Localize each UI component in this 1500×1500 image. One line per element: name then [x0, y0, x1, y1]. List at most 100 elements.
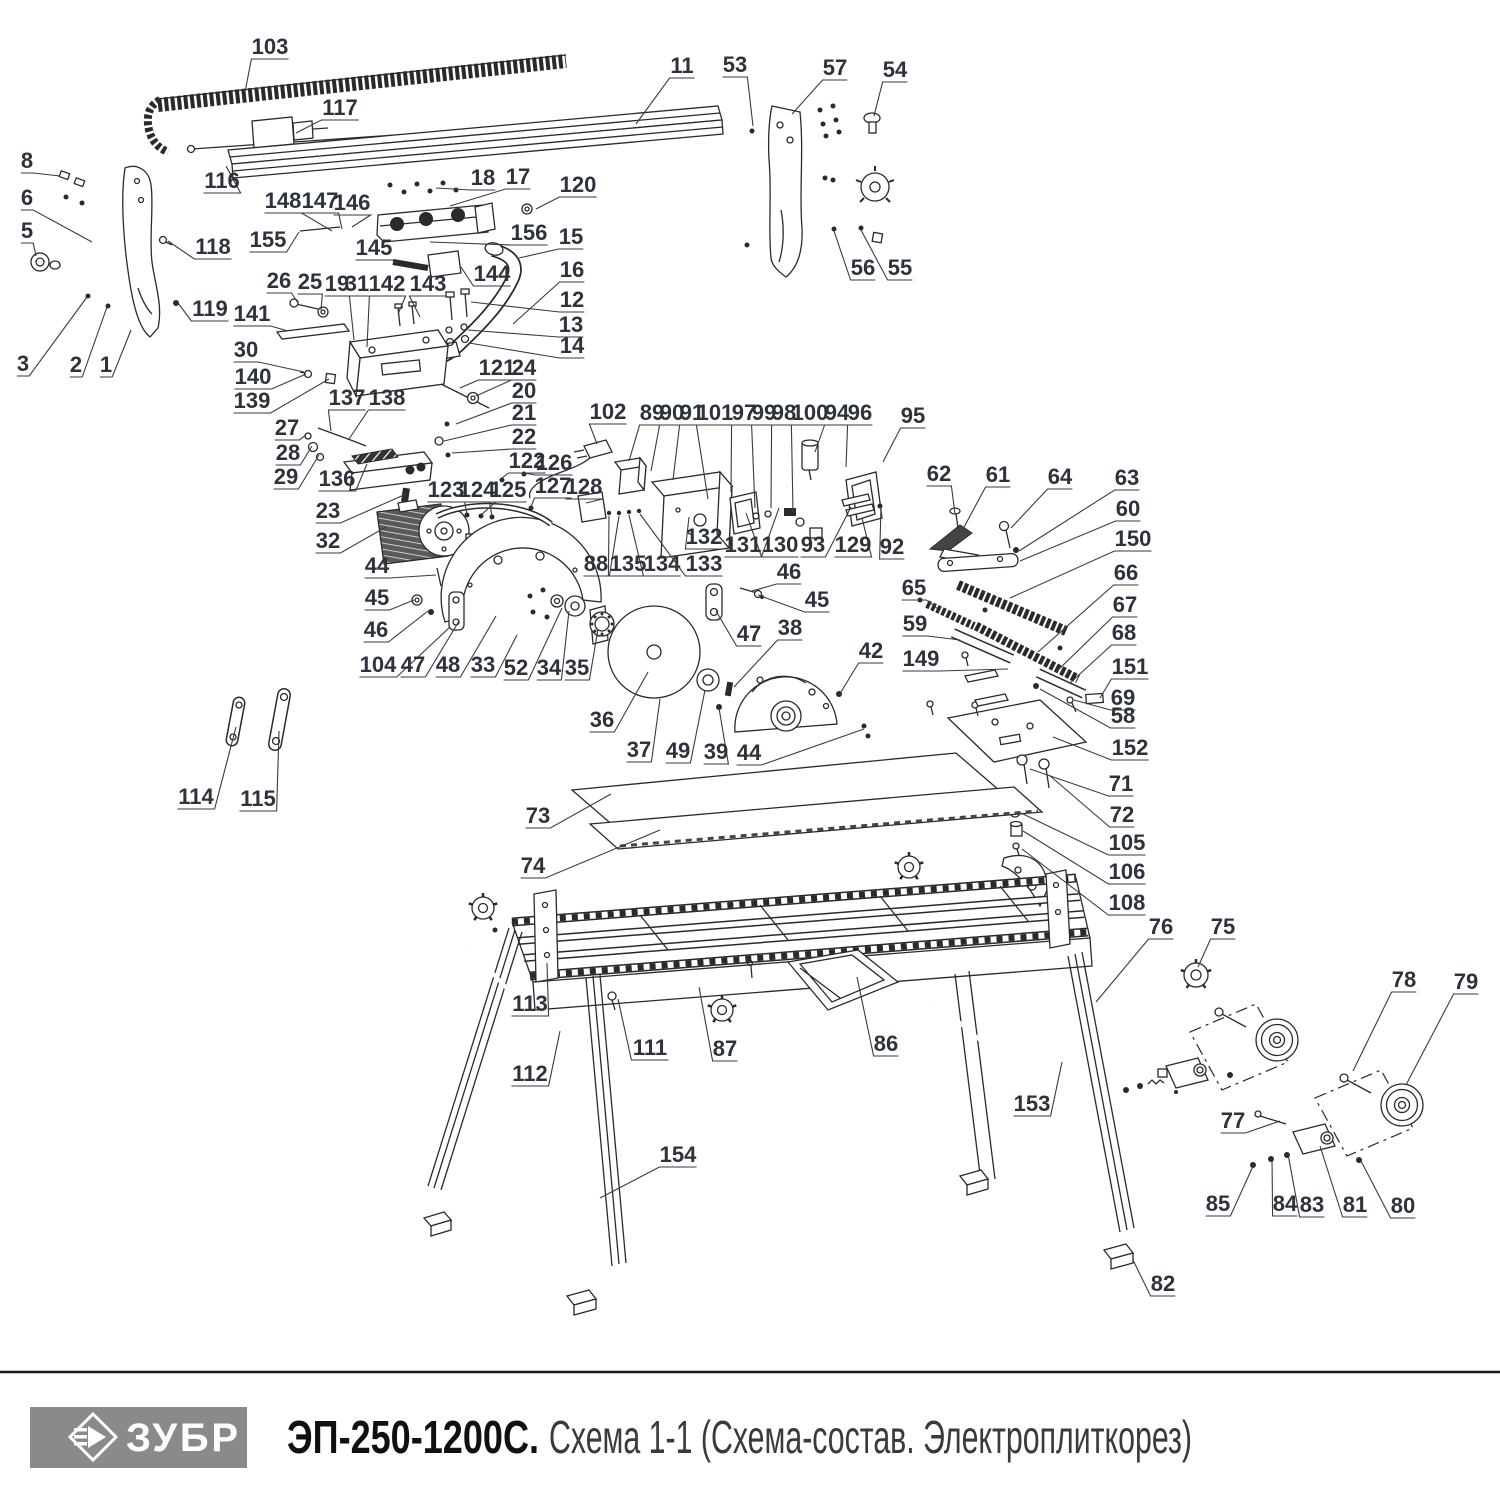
leader-line	[177, 726, 237, 810]
leader-line	[1052, 736, 1149, 761]
leader-line	[20, 172, 61, 177]
part-label: 132	[686, 524, 723, 549]
part-label: 120	[560, 172, 597, 197]
part-label: 67	[1113, 592, 1137, 617]
part-label: 95	[901, 403, 925, 428]
part-label: 114	[178, 784, 214, 809]
part-label: 62	[927, 461, 951, 486]
part-label: 17	[506, 164, 530, 189]
leader-line	[1055, 616, 1138, 673]
leader-line	[355, 259, 398, 264]
leader-line	[695, 424, 734, 500]
part-label: 53	[723, 52, 747, 77]
part-label: 45	[365, 585, 389, 610]
leader-line	[1010, 488, 1073, 529]
leader-line	[845, 424, 873, 468]
leader-line	[1405, 993, 1479, 1086]
leader-line	[840, 662, 884, 693]
leader-line	[408, 295, 447, 318]
part-label: 129	[835, 532, 872, 557]
part-label: 47	[401, 652, 425, 677]
part-label: 143	[410, 271, 447, 296]
leader-line	[926, 485, 956, 515]
leader-line	[1359, 1158, 1416, 1219]
part-label: 137	[329, 385, 366, 410]
leader-line	[467, 329, 584, 338]
part-label: 29	[274, 464, 298, 489]
leader-line	[435, 187, 496, 191]
leader-line	[99, 329, 132, 378]
part-label: 5	[21, 218, 33, 243]
leader-line	[368, 295, 407, 315]
leader-line	[1022, 830, 1146, 885]
carriage-box-drawing	[275, 298, 450, 503]
leader-line	[873, 81, 908, 117]
leader-line	[902, 668, 1009, 672]
part-label: 147	[302, 188, 339, 213]
part-label: 6	[21, 185, 33, 210]
guide-rail-drawing	[143, 54, 724, 179]
part-label: 146	[334, 190, 371, 215]
leader-line	[599, 1166, 697, 1199]
part-label: 54	[883, 57, 908, 82]
leader-line	[1287, 1153, 1325, 1218]
leader-line	[639, 513, 723, 577]
part-label: 131	[725, 532, 762, 557]
leader-line	[800, 506, 852, 558]
leader-line	[530, 497, 572, 508]
part-label: 88	[584, 551, 608, 576]
leader-line	[814, 424, 850, 453]
part-label: 119	[192, 296, 228, 321]
left-bracket-drawing	[30, 165, 179, 338]
part-label: 128	[566, 474, 603, 499]
part-label: 83	[1300, 1192, 1324, 1217]
part-label: 64	[1048, 464, 1073, 489]
leader-line	[333, 214, 373, 228]
part-label: 2	[70, 352, 82, 377]
part-label: 121	[479, 355, 516, 380]
leader-line	[901, 599, 939, 610]
blade-drawing	[527, 587, 722, 710]
leader-line	[1095, 938, 1174, 1003]
part-label: 115	[240, 786, 276, 811]
leader-line	[791, 79, 848, 115]
leader-line	[1019, 520, 1141, 562]
part-label: 145	[356, 235, 393, 260]
part-label: 61	[986, 462, 1010, 487]
leader-line	[722, 76, 754, 127]
part-label: 141	[234, 301, 271, 326]
part-label: 139	[234, 388, 271, 413]
part-label: 152	[1112, 735, 1149, 760]
part-label: 24	[512, 355, 537, 380]
leader-line	[327, 409, 366, 432]
part-label: 150	[1115, 526, 1152, 551]
part-label: 79	[1454, 969, 1478, 994]
leader-line	[1037, 584, 1139, 653]
part-label: 14	[560, 333, 585, 358]
leader-line	[1029, 768, 1134, 797]
leader-line	[564, 628, 599, 681]
part-label: 77	[1221, 1108, 1245, 1133]
part-label: 136	[319, 466, 356, 491]
leader-line	[736, 728, 865, 766]
part-label: 154	[660, 1142, 697, 1167]
leader-line	[512, 281, 585, 325]
leader-line	[1132, 1259, 1176, 1297]
part-label: 45	[805, 587, 829, 612]
leader-line	[1009, 550, 1152, 599]
part-label: 148	[265, 188, 302, 213]
leader-line	[1039, 688, 1136, 729]
footer-subtitle: Схема 1-1 (Схема-состав. Электроплиткоре…	[549, 1411, 1192, 1463]
leader-line	[565, 498, 603, 504]
part-label: 140	[235, 364, 272, 389]
part-label: 72	[1110, 802, 1134, 827]
part-label: 60	[1116, 496, 1140, 521]
leader-line	[511, 1030, 561, 1087]
leader-line	[589, 671, 649, 733]
leader-line	[626, 698, 661, 763]
leader-line	[628, 514, 681, 577]
leader-line	[470, 634, 518, 678]
elbow-tube-drawing	[431, 242, 522, 458]
leader-line	[583, 515, 610, 577]
